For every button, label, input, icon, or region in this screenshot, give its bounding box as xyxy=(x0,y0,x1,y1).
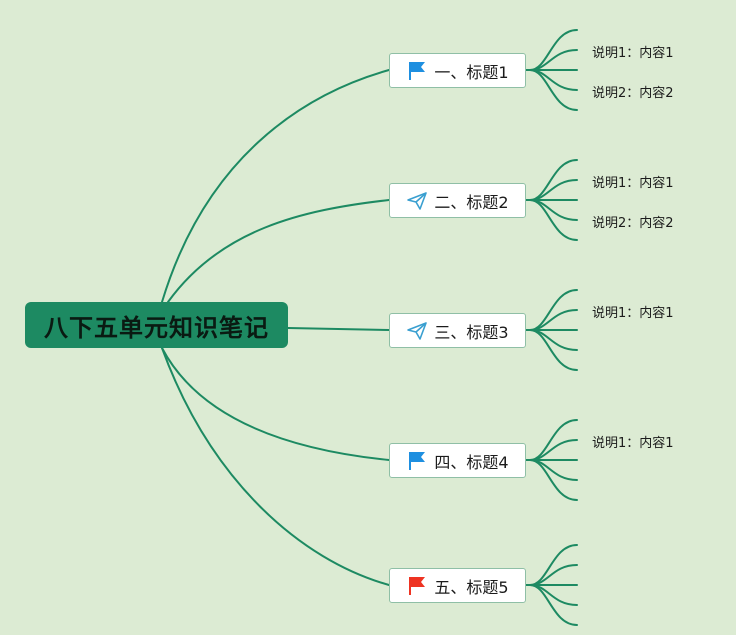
topic-3[interactable]: 三、标题3 xyxy=(389,313,526,348)
topic-5-branch-5 xyxy=(529,584,578,626)
topic-1-label: 一、标题1 xyxy=(434,62,509,82)
topic-1-branch-5 xyxy=(529,69,578,111)
topic-2[interactable]: 二、标题2 xyxy=(389,183,526,218)
connector-root-topic-1 xyxy=(161,69,390,303)
connector-root-topic-2 xyxy=(167,199,390,303)
topic-2-note-1[interactable]: 说明1：内容1 xyxy=(592,176,674,191)
topic-2-label: 二、标题2 xyxy=(434,192,509,212)
topic-5[interactable]: 五、标题5 xyxy=(389,568,526,603)
topic-4[interactable]: 四、标题4 xyxy=(389,443,526,478)
topic-3-branch-5 xyxy=(529,329,578,371)
connector-root-topic-5 xyxy=(161,347,390,586)
topic-1-note-2[interactable]: 说明2：内容2 xyxy=(592,86,674,101)
connector-root-topic-3 xyxy=(287,327,390,331)
root-topic[interactable]: 八下五单元知识笔记 xyxy=(25,302,288,348)
topic-1-note-1[interactable]: 说明1：内容1 xyxy=(592,46,674,61)
paper-plane-icon xyxy=(406,320,428,342)
blue-flag-icon xyxy=(406,450,428,472)
topic-4-branch-5 xyxy=(529,459,578,501)
topic-3-label: 三、标题3 xyxy=(434,322,509,342)
topic-4-label: 四、标题4 xyxy=(434,452,509,472)
paper-plane-icon xyxy=(406,190,428,212)
topic-5-label: 五、标题5 xyxy=(434,577,509,597)
topic-2-note-2[interactable]: 说明2：内容2 xyxy=(592,216,674,231)
topic-1[interactable]: 一、标题1 xyxy=(389,53,526,88)
topic-4-note-1[interactable]: 说明1：内容1 xyxy=(592,436,674,451)
blue-flag-icon xyxy=(406,60,428,82)
topic-3-note-1[interactable]: 说明1：内容1 xyxy=(592,306,674,321)
connector-root-topic-4 xyxy=(161,347,390,461)
root-topic-label: 八下五单元知识笔记 xyxy=(44,313,269,342)
topic-2-branch-5 xyxy=(529,199,578,241)
red-flag-icon xyxy=(406,575,428,597)
